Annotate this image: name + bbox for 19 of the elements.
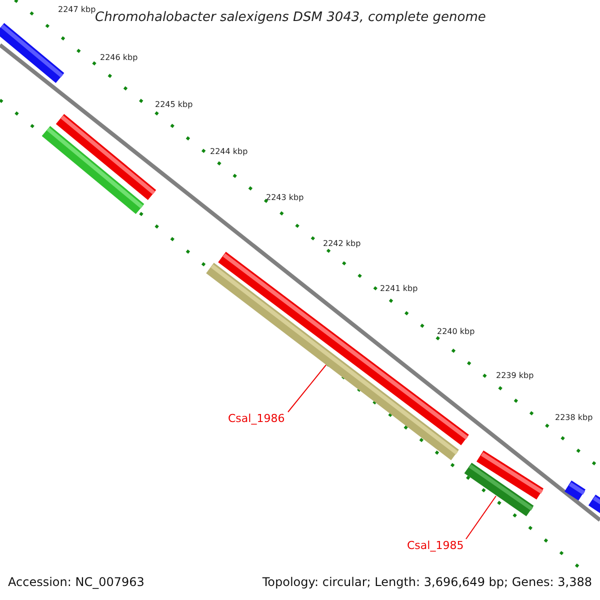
scale-label: 2244 kbp — [210, 148, 248, 156]
scale-label: 2246 kbp — [100, 54, 138, 62]
scale-label: 2240 kbp — [437, 328, 475, 336]
scale-label: 2245 kbp — [155, 101, 193, 109]
scale-label: 2239 kbp — [496, 372, 534, 380]
scale-label: 2241 kbp — [380, 285, 418, 293]
genome-info-text: Topology: circular; Length: 3,696,649 bp; Genes: 3,388 — [262, 576, 592, 588]
gene-bar — [464, 462, 534, 516]
scale-label: 2238 kbp — [555, 414, 593, 422]
gene-label: Csal_1986 — [228, 413, 285, 424]
leader-line — [288, 364, 326, 412]
scale-label: 2243 kbp — [266, 194, 304, 202]
gene-label: Csal_1985 — [407, 540, 464, 551]
scale-label: 2242 kbp — [323, 240, 361, 248]
leader-line — [466, 496, 496, 540]
gene-bar — [206, 262, 459, 460]
accession-text: Accession: NC_007963 — [8, 576, 144, 588]
map-title: Chromohalobacter salexigens DSM 3043, complete genome — [95, 11, 486, 24]
scale-label: 2247 kbp — [58, 6, 96, 14]
